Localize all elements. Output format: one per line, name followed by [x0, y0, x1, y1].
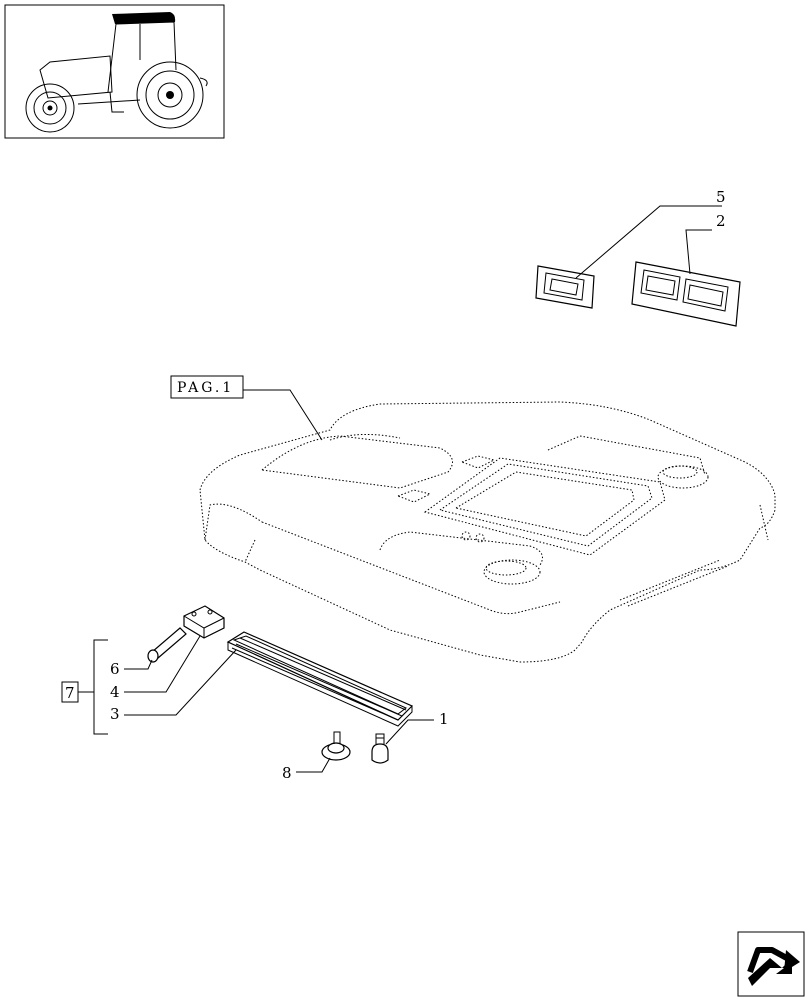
- next-page-arrow-icon[interactable]: [737, 931, 805, 997]
- clip-part-8: [321, 731, 351, 761]
- knob-part-1: [371, 733, 389, 764]
- front-wheel: [25, 83, 75, 133]
- seal-strip-part-3: [226, 631, 414, 727]
- label-7: 7: [65, 684, 75, 702]
- page-reference-label: PAG.1: [177, 380, 234, 396]
- rear-wheel: [136, 61, 204, 129]
- label-6: 6: [110, 660, 120, 678]
- pin-part-6: [147, 627, 187, 663]
- label-5: 5: [716, 188, 726, 206]
- gasket-part-5: [535, 265, 595, 309]
- tractor-thumbnail-icon: [4, 4, 225, 139]
- label-2: 2: [716, 212, 726, 230]
- page-reference-box: PAG.1: [170, 375, 244, 399]
- gasket-part-2: [631, 261, 741, 327]
- label-3: 3: [110, 705, 120, 723]
- label-4: 4: [110, 683, 120, 701]
- label-1: 1: [439, 710, 449, 728]
- label-8: 8: [282, 764, 292, 782]
- hinge-part-4: [183, 605, 225, 639]
- cab-roof-outline: [199, 401, 776, 663]
